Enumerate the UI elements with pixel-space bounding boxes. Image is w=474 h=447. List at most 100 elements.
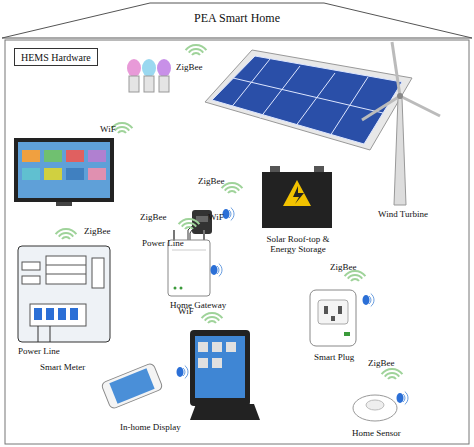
wireless-arc (62, 237, 70, 239)
home-gateway (168, 240, 210, 296)
smart-meter (70, 308, 78, 320)
bluetooth-icon (211, 265, 218, 275)
battery (270, 166, 280, 172)
smart-plug (318, 300, 348, 324)
device-label: WiF (208, 212, 224, 222)
smart-meter (34, 308, 42, 320)
television (14, 138, 114, 202)
wireless-arc (179, 219, 200, 224)
device-label: ZigBee (84, 226, 111, 236)
wind-turbine (362, 42, 440, 205)
home-sensor (353, 395, 397, 421)
wireless-arc (382, 369, 403, 374)
wind-turbine (392, 42, 400, 96)
bluetooth-wave (185, 366, 188, 379)
television (22, 150, 40, 162)
house-outline (5, 40, 469, 444)
wireless-arc (115, 127, 129, 131)
smart-meter (46, 274, 86, 275)
bluetooth-icon (177, 367, 184, 377)
smart-bulbs (127, 59, 141, 77)
smart-bulbs (157, 59, 171, 77)
device-label: Smart Meter (40, 362, 85, 372)
bluetooth-wave (217, 266, 219, 274)
device-label: Smart Plug (314, 352, 354, 362)
smart-meter (46, 265, 86, 266)
wireless-arc (186, 45, 207, 50)
house-outline (2, 3, 472, 38)
device-label: Power Line (142, 238, 184, 248)
smart-plug (344, 332, 350, 336)
wind-turbine (397, 93, 403, 99)
bluetooth-wave (369, 296, 371, 304)
smart-meter (22, 262, 40, 270)
smart-meter (46, 256, 86, 284)
house-outline (2, 3, 472, 444)
wireless-arc (228, 191, 236, 193)
television (14, 138, 114, 206)
tablet-dock (198, 358, 208, 368)
wireless-arc (388, 377, 396, 379)
phone (101, 363, 163, 410)
device-label: Power Line (18, 346, 60, 356)
television (22, 168, 40, 180)
home-sensor (353, 395, 397, 421)
smart-bulbs (144, 76, 154, 92)
wireless-arc (222, 183, 243, 188)
battery (293, 186, 304, 204)
box-heading: HEMS Hardware (21, 52, 91, 64)
wireless-signal (56, 45, 408, 404)
television (18, 142, 110, 198)
bluetooth-wave (229, 210, 231, 218)
device-label: Home Sensor (352, 428, 401, 438)
smart-meter (22, 276, 40, 284)
battery (283, 180, 311, 206)
device-label: Solar Roof-top & Energy Storage (256, 234, 340, 255)
solar-panel (205, 50, 412, 150)
bluetooth-wave (405, 392, 408, 405)
television (66, 168, 84, 180)
smart-meter (58, 308, 66, 320)
device-label: ZigBee (330, 262, 357, 272)
bluetooth-wave (403, 394, 405, 402)
tablet-dock (212, 342, 222, 352)
bluetooth-wave (219, 264, 222, 277)
wireless-arc (225, 187, 239, 191)
tablet-dock (212, 358, 222, 368)
battery (262, 166, 332, 228)
device-label: ZigBee (198, 176, 225, 186)
wind-turbine (362, 96, 400, 120)
smart-plug (324, 306, 328, 314)
wireless-arc (348, 275, 362, 279)
tablet-dock (198, 342, 208, 352)
home-gateway (174, 287, 177, 290)
solar-panel (233, 78, 383, 113)
wireless-arc (118, 131, 126, 133)
title: PEA Smart Home (194, 12, 280, 26)
tablet-dock (190, 330, 250, 406)
smart-meter (92, 258, 104, 288)
bluetooth-icon (397, 393, 404, 403)
solar-panel (330, 77, 368, 136)
bluetooth-wave (231, 208, 234, 221)
smart-bulbs (142, 59, 156, 77)
device-label: ZigBee (140, 212, 167, 222)
smart-plug (310, 290, 356, 346)
smart-meter (50, 326, 51, 342)
tablet-dock (195, 336, 245, 398)
bluetooth-icon (363, 295, 370, 305)
television (44, 168, 62, 180)
smart-bulbs (159, 76, 169, 92)
phone (101, 363, 163, 410)
smart-plug (310, 290, 356, 346)
device-label: In-home Display (120, 422, 181, 432)
television (66, 150, 84, 162)
wireless-arc (56, 229, 77, 234)
wireless-arc (351, 279, 359, 281)
wireless-arc (202, 313, 223, 318)
device-label: Wind Turbine (378, 209, 428, 219)
smart-meter (38, 326, 39, 342)
wireless-arc (182, 223, 196, 227)
